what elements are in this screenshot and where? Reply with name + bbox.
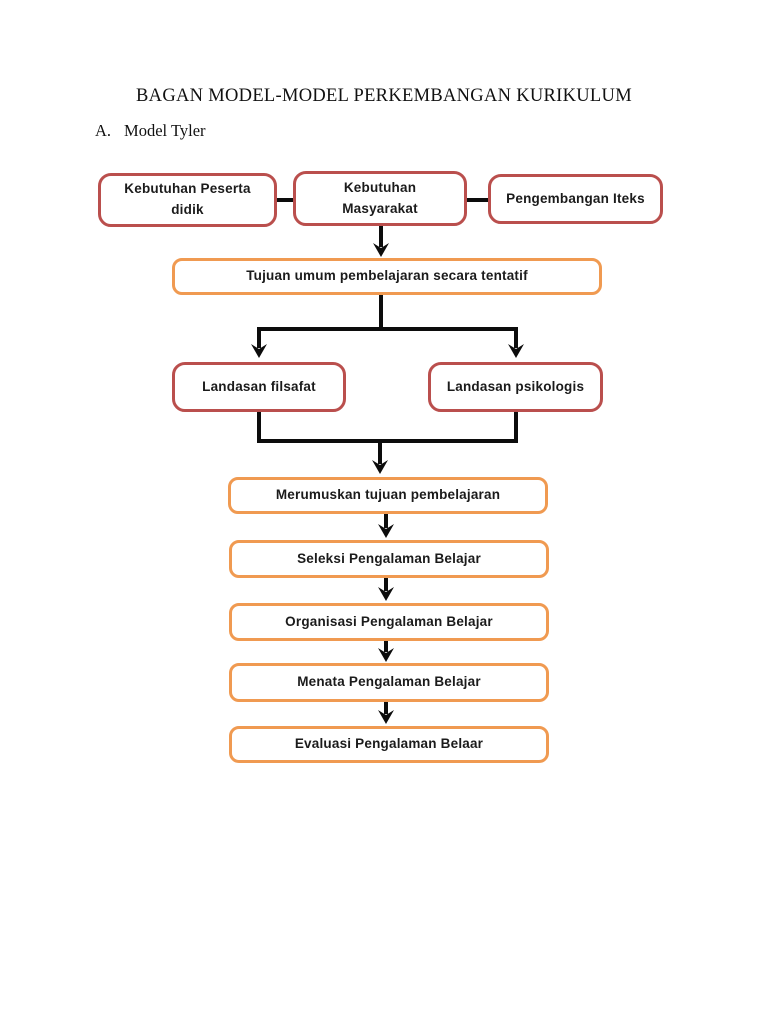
arrow-merumuskan-to-seleksi bbox=[378, 514, 394, 538]
node-label: Landasan psikologis bbox=[446, 378, 585, 394]
node-label: Tujuan umum pembelajaran secara tentatif bbox=[246, 268, 528, 284]
arrow-organisasi-to-menata bbox=[378, 641, 394, 662]
node-label: Kebutuhan Peserta didik bbox=[124, 181, 251, 217]
arrow-masyarakat-to-tujuan bbox=[373, 226, 389, 257]
node-landasan-psikologis: Landasan psikologis bbox=[428, 362, 603, 412]
page-title: BAGAN MODEL-MODEL PERKEMBANGAN KURIKULUM bbox=[136, 86, 632, 106]
arrowhead-landasan-psikologis bbox=[508, 344, 524, 358]
arrow-menata-to-evaluasi bbox=[378, 702, 394, 724]
node-landasan-filsafat: Landasan filsafat bbox=[172, 362, 346, 412]
section-title: Model Tyler bbox=[124, 121, 206, 140]
node-kebutuhan-peserta-didik: Kebutuhan Peserta didik bbox=[98, 173, 277, 227]
node-label: Menata Pengalaman Belajar bbox=[297, 674, 481, 690]
branch-tujuan-to-landasan bbox=[251, 293, 524, 358]
node-kebutuhan-masyarakat: Kebutuhan Masyarakat bbox=[293, 171, 467, 226]
node-merumuskan-tujuan: Merumuskan tujuan pembelajaran bbox=[228, 477, 548, 514]
converge-landasan-to-merumuskan bbox=[257, 410, 518, 474]
node-seleksi-pengalaman: Seleksi Pengalaman Belajar bbox=[229, 540, 549, 578]
arrow-seleksi-to-organisasi bbox=[378, 578, 394, 601]
node-label: Landasan filsafat bbox=[202, 378, 316, 394]
node-label: Kebutuhan Masyarakat bbox=[342, 179, 418, 216]
arrowhead-landasan-filsafat bbox=[251, 344, 267, 358]
section-marker: A. bbox=[95, 121, 112, 140]
node-menata-pengalaman: Menata Pengalaman Belajar bbox=[229, 663, 549, 702]
node-pengembangan-iteks: Pengembangan Iteks bbox=[488, 174, 663, 224]
node-label: Pengembangan Iteks bbox=[506, 190, 645, 206]
node-label: Seleksi Pengalaman Belajar bbox=[297, 550, 481, 566]
node-evaluasi-pengalaman: Evaluasi Pengalaman Belaar bbox=[229, 726, 549, 763]
node-tujuan-umum: Tujuan umum pembelajaran secara tentatif bbox=[172, 258, 602, 295]
node-label: Evaluasi Pengalaman Belaar bbox=[294, 736, 484, 752]
section-heading: A. Model Tyler bbox=[95, 121, 206, 141]
node-label: Organisasi Pengalaman Belajar bbox=[285, 613, 493, 629]
node-organisasi-pengalaman: Organisasi Pengalaman Belajar bbox=[229, 603, 549, 641]
node-label: Merumuskan tujuan pembelajaran bbox=[275, 487, 501, 503]
